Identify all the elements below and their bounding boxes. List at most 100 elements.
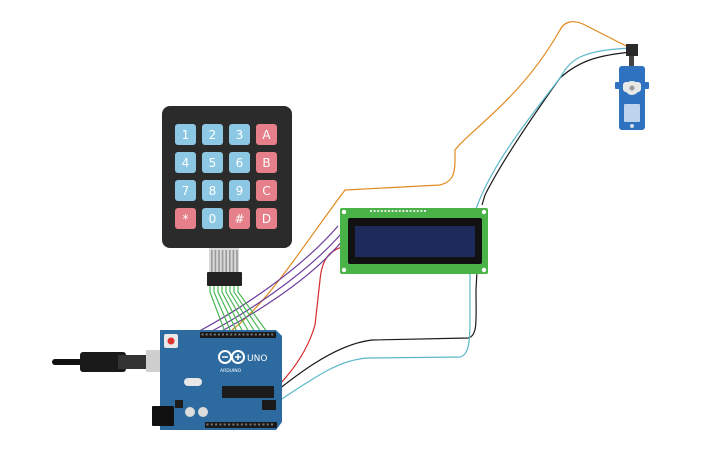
lcd-mount-hole-tr (481, 209, 487, 215)
header-pin (246, 333, 249, 336)
servo-motor[interactable] (615, 44, 649, 130)
key-label: A (262, 128, 271, 142)
key-star[interactable]: * (175, 208, 196, 229)
key-4[interactable]: 4 (175, 152, 196, 173)
key-label: C (262, 184, 270, 198)
key-face (229, 208, 250, 229)
lcd-16x2[interactable] (340, 208, 488, 274)
header-pin (226, 333, 229, 336)
key-7[interactable]: 7 (175, 180, 196, 201)
key-3[interactable]: 3 (229, 124, 250, 145)
key-label: 9 (236, 184, 244, 198)
reset-button-cap (167, 337, 175, 345)
ribbon-stripe (218, 250, 220, 272)
wire-purple-1 (189, 225, 339, 337)
digital-pin-header (200, 332, 276, 338)
key-face (256, 124, 277, 145)
key-label: 2 (209, 128, 217, 142)
lcd-pin (384, 210, 387, 212)
lcd-pin (416, 210, 419, 212)
header-pin (258, 333, 261, 336)
key-9[interactable]: 9 (229, 180, 250, 201)
key-hash[interactable]: # (229, 208, 250, 229)
key-a[interactable]: A (256, 124, 277, 145)
arduino-logo (218, 350, 245, 364)
key-5[interactable]: 5 (202, 152, 223, 173)
keypad-wire (213, 286, 232, 333)
keypad-wire (233, 286, 262, 333)
ribbon-stripe (236, 250, 238, 272)
keypad-wire (225, 286, 250, 333)
key-1[interactable]: 1 (175, 124, 196, 145)
lcd-pin (413, 210, 416, 212)
key-label: 3 (236, 128, 244, 142)
header-pin (263, 333, 265, 336)
key-face (229, 152, 250, 173)
lcd-pin (395, 210, 398, 212)
key-label: 4 (182, 156, 190, 170)
lcd-pin (398, 210, 401, 212)
servo-lead (629, 56, 634, 68)
key-label: 0 (209, 212, 217, 226)
keypad-wire (217, 286, 238, 333)
key-c[interactable]: C (256, 180, 277, 201)
ribbon-stripe (214, 250, 217, 272)
key-face (175, 152, 196, 173)
key-0[interactable]: 0 (202, 208, 223, 229)
key-face (175, 180, 196, 201)
header-pin (201, 333, 204, 336)
header-pin (250, 333, 253, 336)
key-8[interactable]: 8 (202, 180, 223, 201)
arduino-brand-label: ARDUINO (220, 368, 242, 374)
arduino-model-label: UNO (247, 354, 267, 364)
header-pin (219, 423, 222, 426)
lcd-header-pins (370, 210, 426, 212)
lcd-pin (409, 210, 412, 212)
header-pin (236, 423, 239, 426)
power-analog-pin-header (205, 400, 277, 428)
keypad-wire (221, 286, 244, 333)
key-b[interactable]: B (256, 152, 277, 173)
header-pin (209, 333, 212, 336)
lcd-pin (406, 210, 408, 212)
usb-plug-sleeve (80, 352, 126, 372)
ribbon-stripe (221, 250, 224, 272)
servo-shaft-center (629, 85, 635, 91)
header-pin (242, 333, 245, 336)
lcd-pin (388, 210, 390, 212)
arduino-uno[interactable]: UNO ARDUINO (52, 330, 282, 430)
keypad-wire (237, 286, 268, 333)
header-pin (253, 423, 256, 426)
header-pin (217, 333, 220, 336)
lcd-pin (370, 210, 372, 212)
wire-black-servo (481, 51, 633, 206)
lcd-mount-hole-tl (341, 209, 347, 215)
lcd-pin (380, 210, 383, 212)
header-pin (238, 333, 241, 336)
header-pin (213, 333, 216, 336)
capacitor-1 (185, 407, 195, 417)
key-face (256, 152, 277, 173)
lcd-mount-hole-br (481, 267, 487, 273)
keypad-ribbon (209, 248, 239, 274)
key-d[interactable]: D (256, 208, 277, 229)
crystal (184, 378, 202, 386)
header-strip (200, 332, 276, 338)
header-pin (245, 423, 248, 426)
ribbon-stripe (232, 250, 235, 272)
header-pin (271, 423, 273, 426)
key-label: 8 (209, 184, 217, 198)
key-2[interactable]: 2 (202, 124, 223, 145)
lcd-pin (420, 210, 423, 212)
usb-plug (118, 355, 148, 369)
key-face (202, 180, 223, 201)
lcd-pin (373, 210, 376, 212)
header-pin (266, 423, 269, 426)
header-pin (232, 423, 235, 426)
key-6[interactable]: 6 (229, 152, 250, 173)
header-pin (271, 333, 274, 336)
